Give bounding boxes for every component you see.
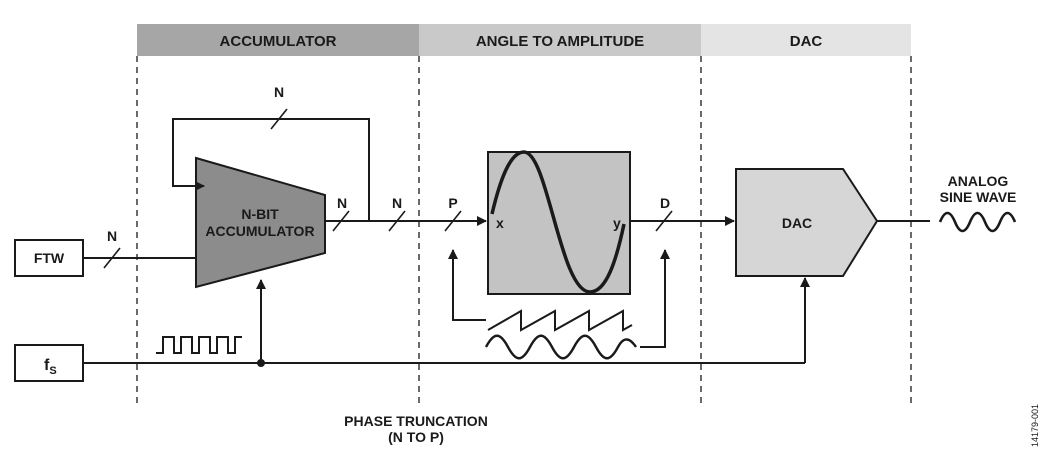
phase-bus-label: P (448, 195, 457, 211)
fs-label-main: f (44, 357, 50, 374)
ftw-bus-slash (103, 247, 121, 269)
dac-label: DAC (782, 215, 812, 231)
amplitude-indicator-arrow (640, 249, 670, 348)
sawtooth-wave-icon (487, 309, 633, 332)
phase-bus-slash (444, 210, 462, 232)
analog-output-label-line2: SINE WAVE (940, 189, 1017, 205)
clock-pulse-icon (156, 336, 242, 354)
digital-bus-slash (655, 210, 673, 232)
sine-curve-icon (490, 150, 626, 294)
phase-indicator-arrow (448, 249, 486, 321)
analog-output-label-line1: ANALOG (948, 173, 1009, 189)
junction-bus-label: N (392, 195, 402, 211)
ftw-bus-label: N (107, 228, 117, 244)
phase-truncation-label-line2: (N TO P) (388, 429, 444, 445)
lut-output-label: y (613, 215, 621, 231)
fs-label-subscript: S (49, 365, 56, 377)
feedback-bus-slash (270, 108, 288, 130)
section-title-dac: DAC (790, 33, 823, 50)
section-header-angle-to-amplitude (419, 24, 701, 56)
section-title-accumulator: ACCUMULATOR (220, 33, 337, 50)
fs-label: fS (44, 357, 57, 377)
feedback-bus-label: N (274, 84, 284, 100)
clock-junction-dot (257, 359, 265, 367)
acc-output-bus-label: N (337, 195, 347, 211)
n-bit-accumulator-block (195, 156, 326, 289)
acc-output-bus-slash (332, 210, 350, 232)
ftw-input-box (14, 239, 84, 277)
phase-truncation-label-line1: PHASE TRUNCATION (344, 413, 488, 429)
dac-block (735, 168, 879, 277)
analog-sine-wave-icon (938, 211, 1017, 233)
lut-input-label: x (496, 215, 504, 231)
digital-bus-label: D (660, 195, 670, 211)
ftw-label: FTW (34, 250, 65, 266)
section-title-angle-to-amplitude: ANGLE TO AMPLITUDE (476, 33, 644, 50)
accumulator-label-line1: N-BIT (241, 206, 279, 222)
sine-wave-small-icon (484, 334, 637, 360)
section-header-accumulator (137, 24, 419, 56)
angle-to-amplitude-block (487, 151, 631, 295)
junction-bus-slash (388, 210, 406, 232)
fs-input-box (14, 344, 84, 382)
feedback-loop-wire (172, 118, 370, 221)
figure-id-label: 14179-001 (1030, 404, 1040, 447)
accumulator-label-line2: ACCUMULATOR (205, 223, 314, 239)
section-header-dac (701, 24, 911, 56)
